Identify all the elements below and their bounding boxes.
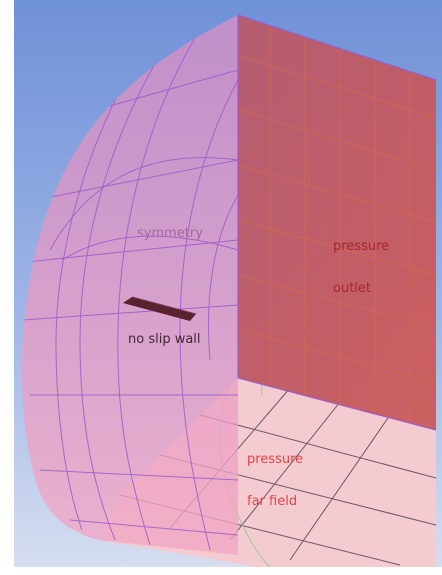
no-slip-wall-body bbox=[123, 297, 196, 321]
pressure-outlet-face bbox=[238, 15, 436, 430]
no-slip-wall-label: no slip wall bbox=[128, 332, 201, 347]
pressure-far-field-label: pressure far field bbox=[247, 425, 303, 537]
symmetry-face bbox=[22, 15, 238, 555]
pressure-outlet-label-line2: outlet bbox=[333, 281, 371, 296]
symmetry-mesh bbox=[22, 29, 238, 551]
pressure-outlet-label: pressure outlet bbox=[333, 212, 389, 324]
wall-leading-edge bbox=[131, 296, 197, 315]
outlet-mesh bbox=[238, 25, 436, 423]
pressure-far-field-label-line2: far field bbox=[247, 494, 298, 509]
pressure-far-field-label-line1: pressure bbox=[247, 452, 304, 467]
symmetry-label: symmetry bbox=[137, 226, 203, 241]
pressure-outlet-label-line1: pressure bbox=[333, 239, 390, 254]
domain-edges bbox=[237, 14, 437, 431]
